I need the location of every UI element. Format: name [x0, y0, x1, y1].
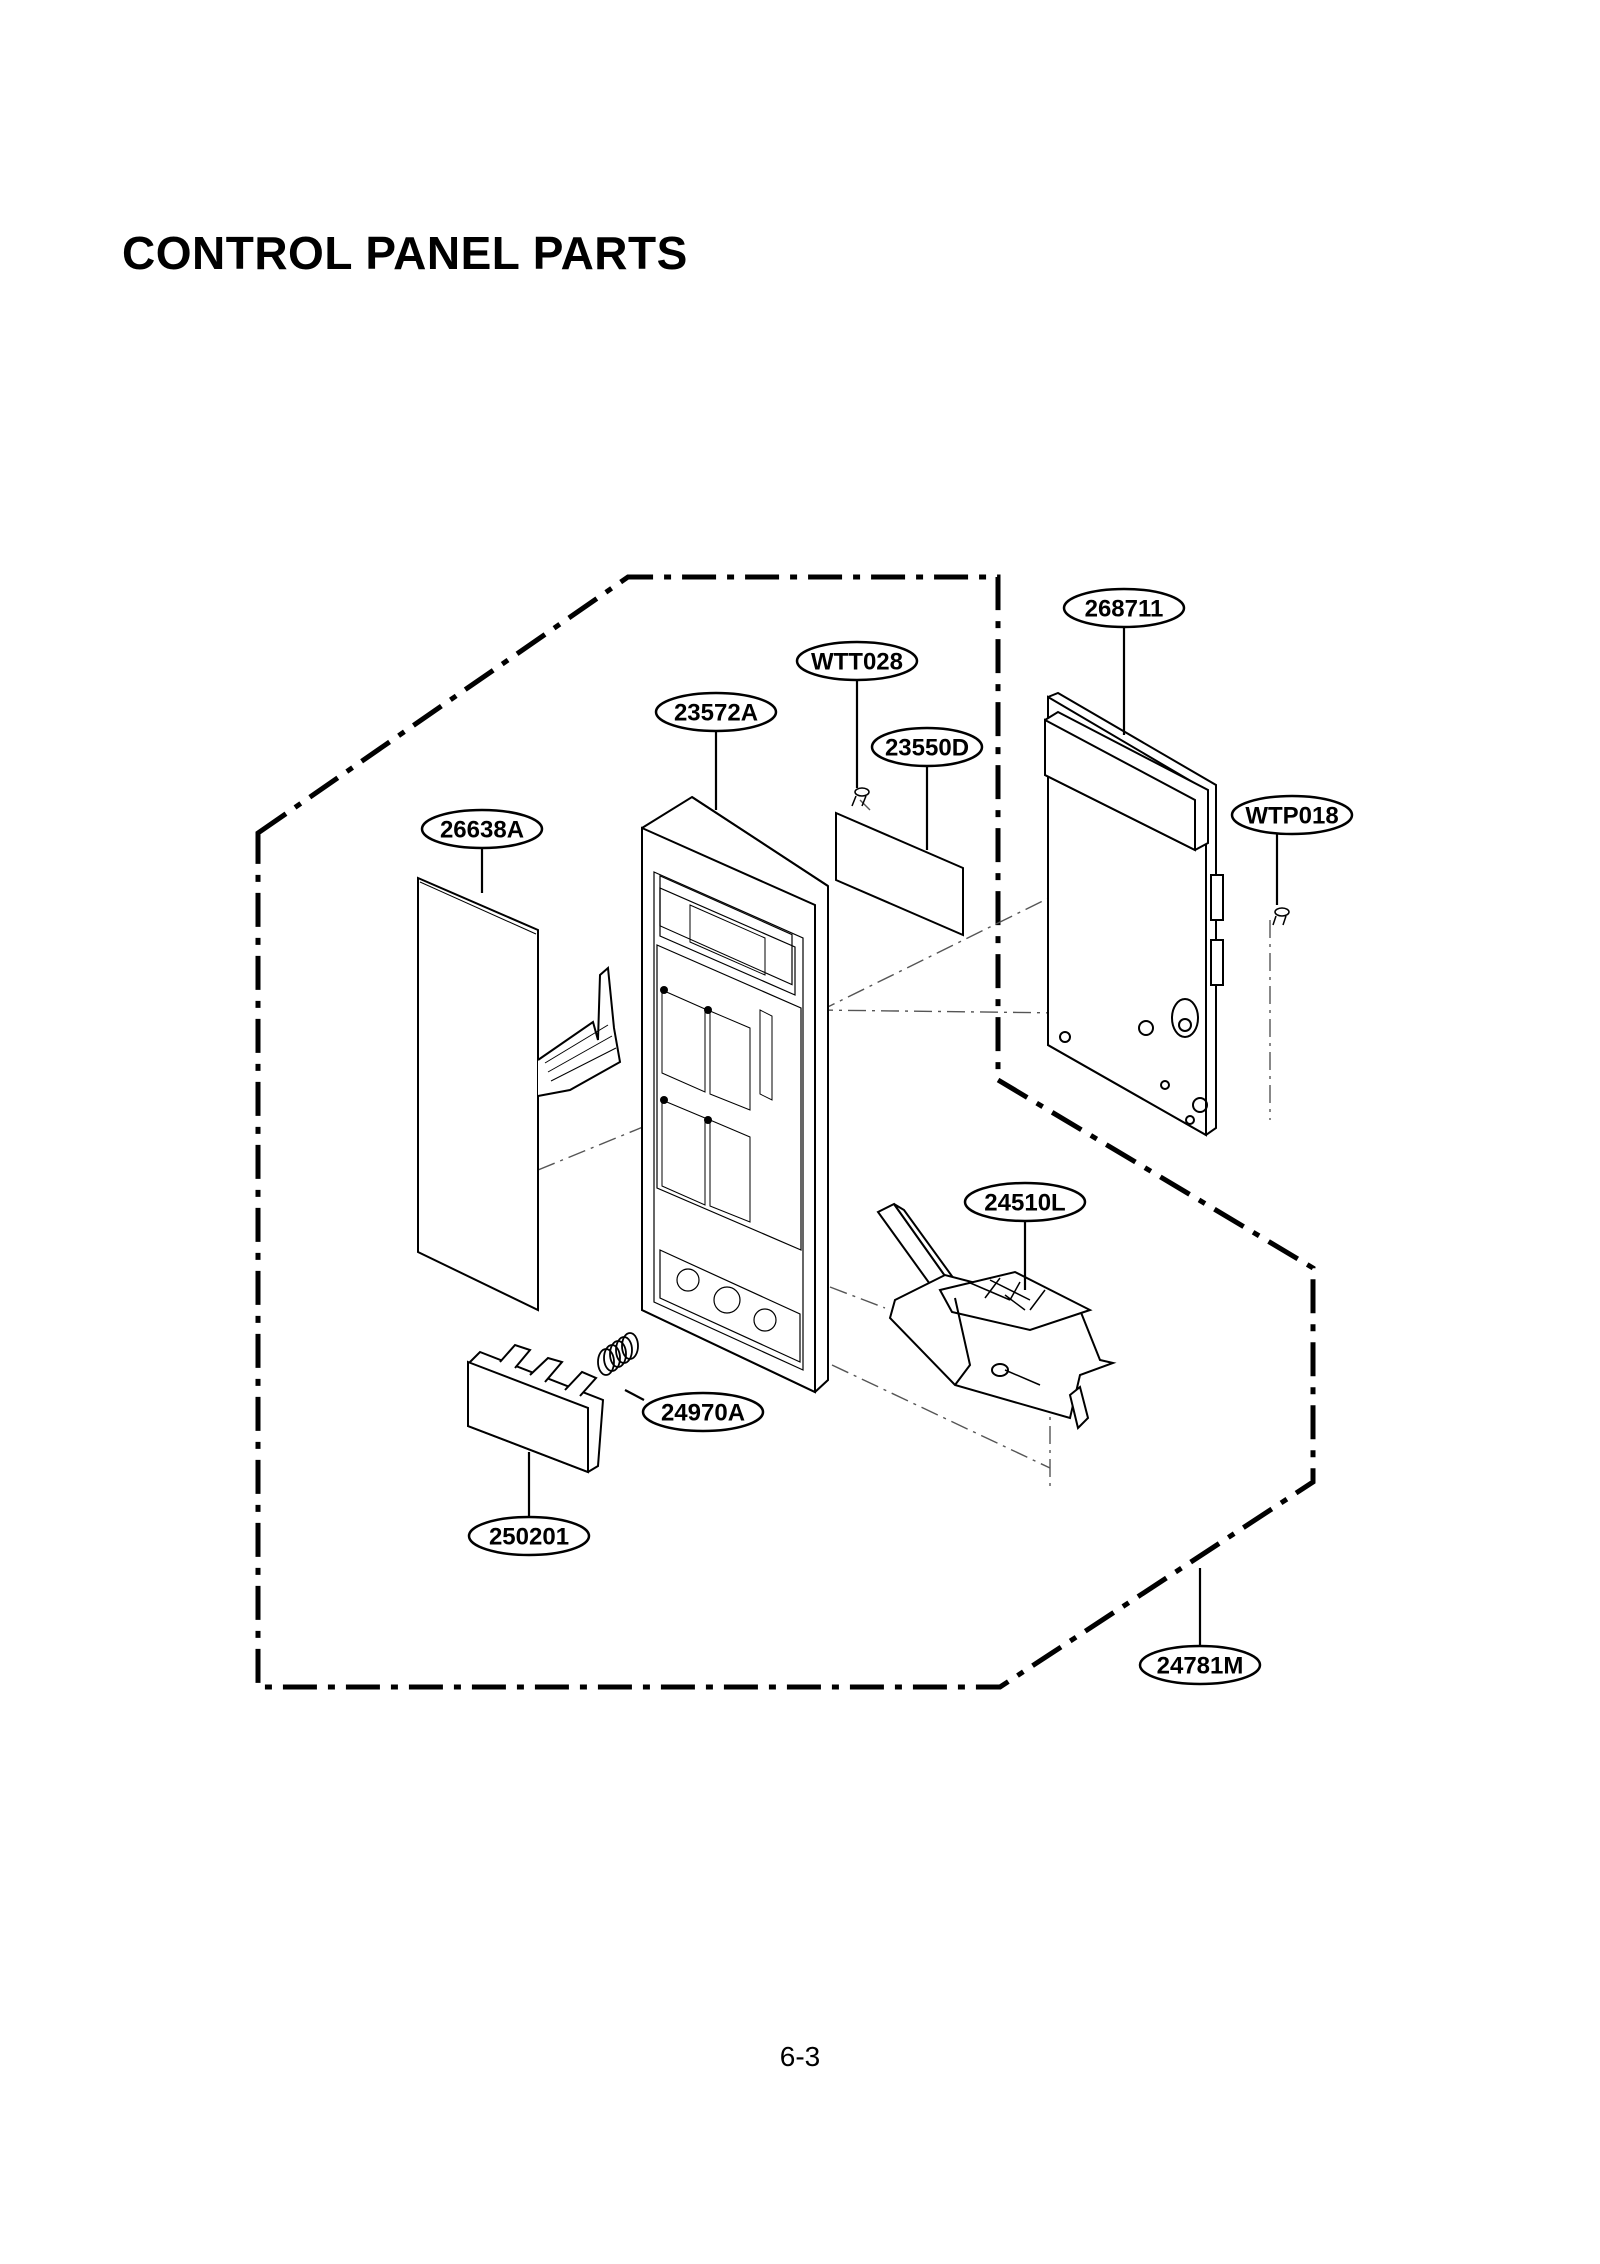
label-250201: 250201: [489, 1524, 569, 1551]
label-24510L: 24510L: [984, 1190, 1065, 1217]
label-26638A: 26638A: [440, 817, 524, 844]
pcb-assembly-268711: [1044, 691, 1224, 1137]
membrane-sheet-26638A: [417, 876, 622, 1312]
callout-ovals: [420, 587, 1354, 1686]
label-WTT028: WTT028: [811, 649, 903, 676]
label-24970A: 24970A: [661, 1400, 745, 1427]
label-23572A: 23572A: [674, 700, 758, 727]
label-WTP018: WTP018: [1245, 803, 1338, 830]
spring-24970A: [597, 1332, 639, 1376]
label-23550D: 23550D: [885, 735, 969, 762]
label-24781M: 24781M: [1157, 1653, 1244, 1680]
door-lever-24510L: [876, 1202, 1117, 1430]
label-268711: 268711: [1085, 596, 1164, 623]
screw-WTP018: [1272, 907, 1290, 926]
control-panel-frame-23572A: [641, 795, 829, 1394]
page-title: CONTROL PANEL PARTS: [122, 227, 688, 279]
callout-leader-lines: [480, 623, 1279, 1650]
door-button-250201: [466, 1343, 605, 1474]
assembly-boundary: [255, 574, 1316, 1690]
screw-WTT028: [851, 787, 870, 807]
callout-labels: 268711 WTT028 23572A 23550D 26638A WTP01…: [440, 596, 1339, 1680]
page-number: 6-3: [779, 2041, 821, 2072]
display-window-23550D: [835, 811, 964, 937]
